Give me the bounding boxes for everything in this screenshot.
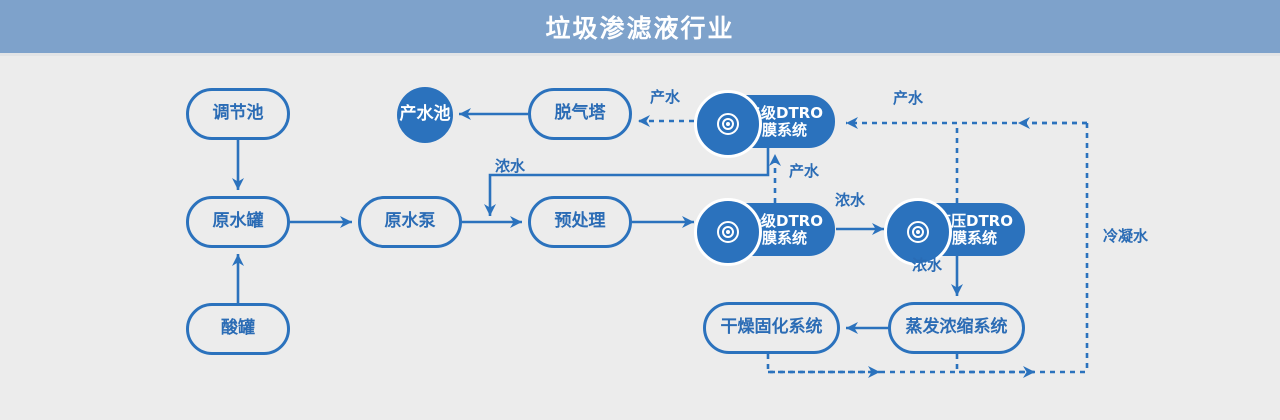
edge-label-nongshui-mid: 浓水 <box>835 191 866 209</box>
node-tuoqita[interactable]: 脱气塔 <box>528 88 632 140</box>
node-label-line2: 膜系统 <box>951 228 997 247</box>
membrane-target-icon <box>884 198 952 266</box>
node-tiaojiechi[interactable]: 调节池 <box>186 88 290 140</box>
node-label: 干燥固化系统 <box>720 317 823 338</box>
node-label: 预处理 <box>554 211 606 232</box>
membrane-target-icon <box>694 198 762 266</box>
edge-label-chanshui-top: 产水 <box>650 88 681 106</box>
node-chanshuichi[interactable]: 产水池 <box>397 87 453 143</box>
membrane-target-icon <box>694 90 762 158</box>
node-label-line2: 膜系统 <box>761 120 807 139</box>
page-title: 垃圾渗滤液行业 <box>545 13 735 43</box>
node-label-line1: 二级DTRO <box>746 103 823 122</box>
header-divider <box>0 53 1280 56</box>
node-label: 酸罐 <box>221 318 255 339</box>
node-label: 脱气塔 <box>554 103 606 124</box>
node-label-line1: 高压DTRO <box>936 211 1013 230</box>
node-label-line1: 一级DTRO <box>746 211 823 230</box>
page-header: 垃圾渗滤液行业 <box>0 0 1280 53</box>
node-yuchuli[interactable]: 预处理 <box>528 196 632 248</box>
flowchart-canvas: 调节池 原水罐 酸罐 原水泵 预处理 脱气塔 产水池 <box>0 56 1280 420</box>
node-ganzao-guhua[interactable]: 干燥固化系统 <box>703 302 840 354</box>
edge-label-nongshui-left: 浓水 <box>495 157 526 175</box>
node-dtro-highpressure[interactable]: 高压DTRO 膜系统 <box>884 198 1025 266</box>
node-yuanshuibeng[interactable]: 原水泵 <box>358 196 462 248</box>
node-yuanshuiguan[interactable]: 原水罐 <box>186 196 290 248</box>
node-label: 调节池 <box>212 103 264 124</box>
flow-connectors <box>232 108 1089 378</box>
node-label: 原水泵 <box>384 211 436 232</box>
edge-bottom-return <box>766 354 1087 374</box>
node-label: 蒸发浓缩系统 <box>905 317 1008 338</box>
node-label-line2: 膜系统 <box>761 228 807 247</box>
edge-dtro2-recycle-nongshui <box>484 148 770 216</box>
edge-label-nongshui-down: 浓水 <box>912 256 943 274</box>
node-label: 原水罐 <box>212 211 264 232</box>
edge-label-lengningshui: 冷凝水 <box>1103 227 1149 245</box>
node-suanguan[interactable]: 酸罐 <box>186 303 290 355</box>
node-zhengfa-nongsuo[interactable]: 蒸发浓缩系统 <box>888 302 1025 354</box>
edge-label-chanshui-mid: 产水 <box>789 162 820 180</box>
edge-label-chanshui-right: 产水 <box>893 89 924 107</box>
node-label: 产水池 <box>399 104 451 125</box>
node-dtro-stage1[interactable]: 一级DTRO 膜系统 <box>694 198 835 266</box>
edge-bottom-arrow-2 <box>955 354 1035 378</box>
node-dtro-stage2[interactable]: 二级DTRO 膜系统 <box>694 90 835 158</box>
